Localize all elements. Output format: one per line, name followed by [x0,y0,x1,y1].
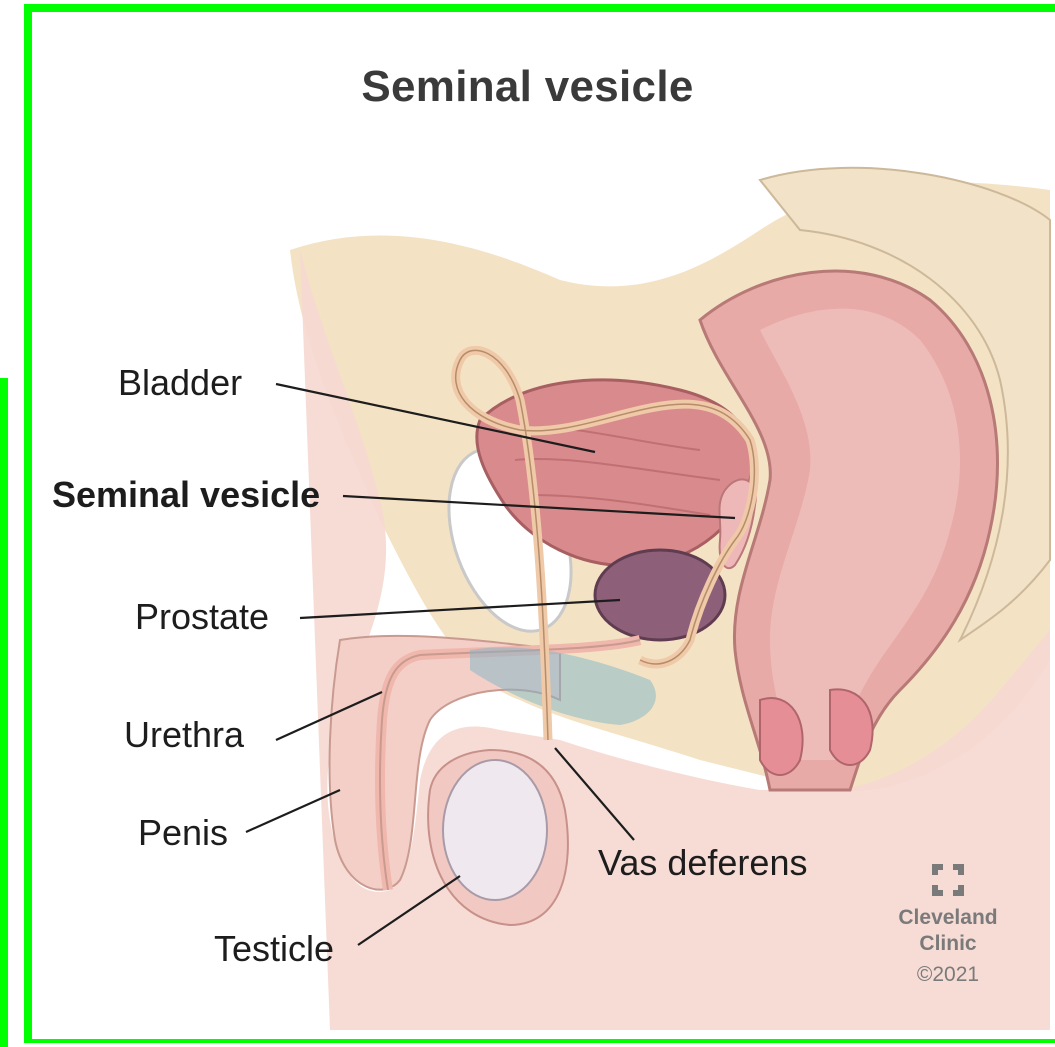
label-penis: Penis [138,812,228,854]
cleveland-clinic-cross-icon [928,860,968,900]
logo-copyright: ©2021 [868,961,1028,989]
label-seminal-vesicle: Seminal vesicle [52,474,320,516]
label-bladder: Bladder [118,362,242,404]
diagram-title: Seminal vesicle [0,62,1055,112]
label-prostate: Prostate [135,596,269,638]
label-testicle: Testicle [214,928,334,970]
logo-name-line2: Clinic [868,931,1028,957]
testicle-shape [443,760,547,900]
label-vas-deferens: Vas deferens [598,842,807,884]
cleveland-clinic-logo: Cleveland Clinic ©2021 [868,860,1028,989]
logo-name-line1: Cleveland [868,905,1028,931]
label-urethra: Urethra [124,714,244,756]
